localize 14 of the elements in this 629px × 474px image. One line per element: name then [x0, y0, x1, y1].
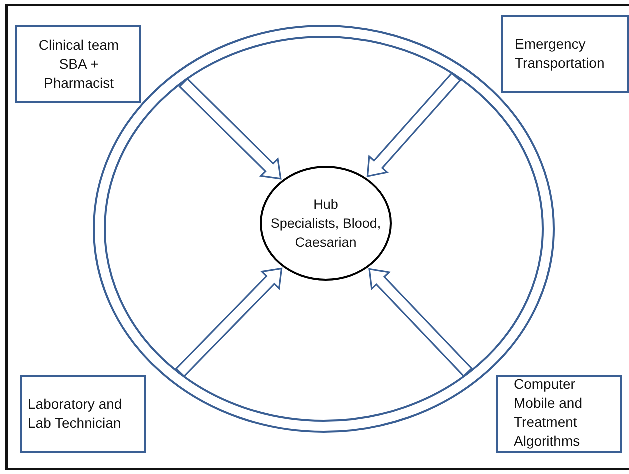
- node-label: Laboratory and Lab Technician: [28, 395, 124, 433]
- block-arrow: [368, 268, 474, 378]
- node-label: Hub: [312, 196, 340, 214]
- component-box: [20, 375, 146, 453]
- node-label: Clinical team SBA + Pharmacist: [38, 36, 120, 92]
- node-label: Specialists, Blood, Caesarian: [270, 215, 382, 252]
- block-arrow: [178, 78, 282, 180]
- block-arrow: [366, 72, 462, 178]
- node-label: Emergency Transportation: [515, 35, 606, 73]
- component-box: [15, 25, 141, 103]
- component-box: [501, 15, 629, 93]
- component-box: [496, 375, 622, 453]
- node-label: Computer Mobile and Treatment Algorithms: [514, 375, 584, 451]
- block-arrow: [175, 268, 283, 378]
